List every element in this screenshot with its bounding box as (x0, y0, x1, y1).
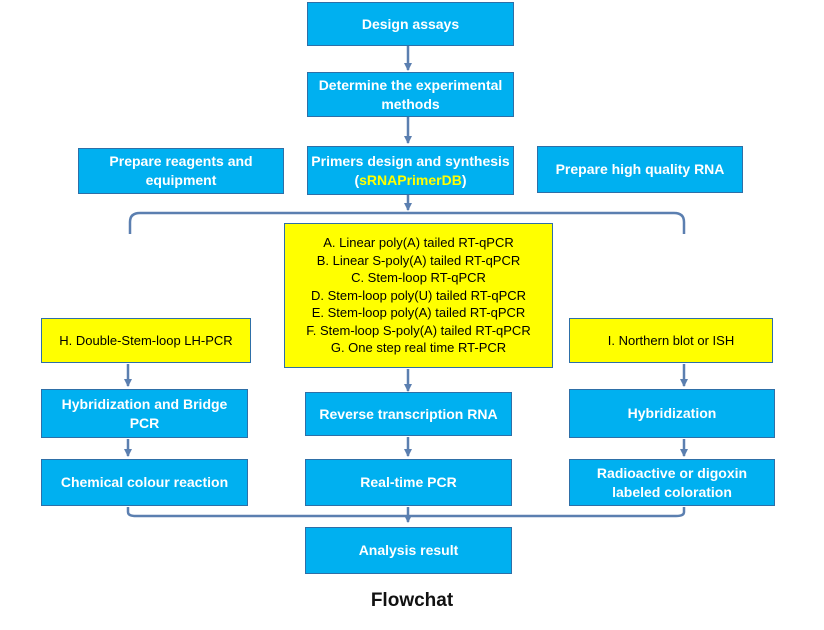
methods-list-box: A. Linear poly(A) tailed RT-qPCR B. Line… (284, 223, 553, 368)
method-d: D. Stem-loop poly(U) tailed RT-qPCR (310, 287, 527, 303)
primers-design-line2: (sRNAPrimerDB) (354, 171, 466, 190)
method-h-box: H. Double-Stem-loop LH-PCR (41, 318, 251, 363)
srnaprimerdb-label: sRNAPrimerDB (359, 171, 462, 188)
merge-connector (126, 507, 686, 518)
chemical-colour-box: Chemical colour reaction (41, 459, 248, 506)
prepare-rna-box: Prepare high quality RNA (537, 146, 743, 193)
analysis-result-text: Analysis result (358, 542, 459, 558)
analysis-result-box: Analysis result (305, 527, 512, 574)
hybridization-bridge-box: Hybridization and Bridge PCR (41, 389, 248, 438)
hybridization-box: Hybridization (569, 389, 775, 438)
primers-open-paren: ( (354, 171, 360, 188)
reverse-transcription-text: Reverse transcription RNA (319, 405, 498, 422)
primers-design-box: Primers design and synthesis (sRNAPrimer… (307, 146, 514, 195)
brace-connector (128, 211, 686, 234)
hybridization-bridge-line2: PCR (129, 414, 160, 431)
prepare-reagents-line1: Prepare reagents and (109, 153, 253, 169)
method-g: G. One step real time RT-PCR (330, 340, 507, 356)
method-c: C. Stem-loop RT-qPCR (351, 270, 486, 286)
determine-methods-line2: methods (381, 95, 440, 112)
method-h-text: H. Double-Stem-loop LH-PCR (59, 332, 233, 348)
realtime-pcr-text: Real-time PCR (360, 474, 457, 490)
method-e: E. Stem-loop poly(A) tailed RT-qPCR (311, 305, 526, 321)
radioactive-box: Radioactive or digoxin labeled coloratio… (569, 459, 775, 506)
chemical-colour-text: Chemical colour reaction (60, 474, 229, 490)
prepare-reagents-line2: equipment (145, 172, 217, 188)
primers-design-line1: Primers design and synthesis (311, 152, 510, 169)
hybridization-bridge-line1: Hybridization and Bridge (61, 395, 228, 412)
prepare-reagents-box: Prepare reagents and equipment (78, 148, 284, 194)
determine-methods-box: Determine the experimental methods (307, 72, 514, 117)
hybridization-text: Hybridization (627, 405, 717, 421)
method-b: B. Linear S-poly(A) tailed RT-qPCR (316, 252, 521, 268)
prepare-rna-text: Prepare high quality RNA (555, 161, 725, 177)
method-a: A. Linear poly(A) tailed RT-qPCR (323, 235, 514, 251)
primers-close-paren: ) (461, 171, 467, 188)
realtime-pcr-box: Real-time PCR (305, 459, 512, 506)
radioactive-line1: Radioactive or digoxin (596, 464, 748, 481)
method-i-text: I. Northern blot or ISH (607, 332, 735, 348)
radioactive-line2: labeled coloration (612, 483, 732, 500)
reverse-transcription-box: Reverse transcription RNA (305, 392, 512, 436)
design-assays-box: Design assays (307, 2, 514, 46)
method-f: F. Stem-loop S-poly(A) tailed RT-qPCR (306, 322, 531, 338)
figure-caption: Flowchat (370, 590, 454, 611)
design-assays-text: Design assays (361, 15, 460, 32)
determine-methods-line1: Determine the experimental (318, 76, 503, 93)
method-i-box: I. Northern blot or ISH (569, 318, 773, 363)
